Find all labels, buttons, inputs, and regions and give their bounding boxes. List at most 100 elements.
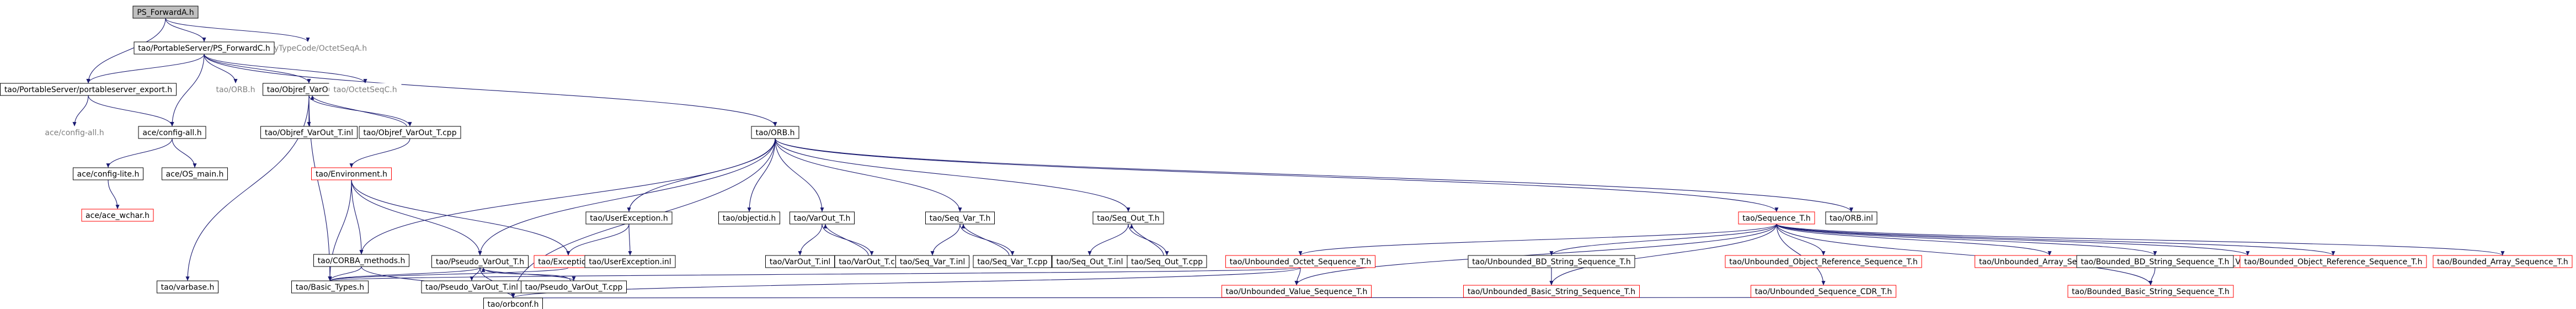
node-box bbox=[718, 211, 780, 225]
node-box bbox=[895, 255, 969, 268]
node-box bbox=[2433, 255, 2573, 268]
node-tao-bounded-bd-string-sequence-t-h[interactable]: tao/Bounded_BD_String_Sequence_T.h bbox=[2076, 255, 2234, 268]
node-box bbox=[138, 126, 206, 139]
node-tao-seq-var-t-cpp[interactable]: tao/Seq_Var_T.cpp bbox=[973, 255, 1052, 268]
edge bbox=[1549, 223, 1777, 256]
node-tao-unbounded-bd-string-sequence-t-h[interactable]: tao/Unbounded_BD_String_Sequence_T.h bbox=[1468, 255, 1635, 268]
edge bbox=[328, 267, 1301, 281]
edge bbox=[165, 18, 206, 42]
node-tao-seq-var-t-inl[interactable]: tao/Seq_Var_T.inl bbox=[895, 255, 969, 268]
node-tao-objref-varout-t-cpp[interactable]: tao/Objref_VarOut_T.cpp bbox=[359, 126, 461, 139]
node-box bbox=[291, 280, 369, 294]
node-tao-portableserver-portableserver-export-h[interactable]: tao/PortableServer/portableserver_export… bbox=[0, 83, 177, 96]
node-ace-config-lite-h[interactable]: ace/config-lite.h bbox=[73, 167, 143, 180]
edge-tao_orb-to-varout_h bbox=[775, 138, 824, 212]
edge bbox=[930, 223, 961, 256]
node-box bbox=[134, 41, 275, 55]
node-tao-objref-varout-t-inl[interactable]: tao/Objref_VarOut_T.inl bbox=[260, 126, 358, 139]
edge-ps_forwardc-to-tao_orb bbox=[204, 54, 777, 127]
edge-root-to-ps_forwardc bbox=[165, 18, 206, 42]
node-ace-os-main-h[interactable]: ace/OS_main.h bbox=[162, 167, 228, 180]
edge-objref_varout_cpp-to-environment bbox=[349, 138, 410, 168]
node-label: tao/Pseudo_VarOut_T.h bbox=[436, 258, 524, 267]
node-tao-orbconf-h[interactable]: tao/orbconf.h bbox=[483, 297, 543, 309]
node-tao-pseudo-varout-t-inl[interactable]: tao/Pseudo_VarOut_T.inl bbox=[421, 280, 522, 294]
edge-sequence_t-to-bnd_value bbox=[1776, 223, 2250, 256]
node-tao-bounded-basic-string-sequence-t-h[interactable]: tao/Bounded_Basic_String_Sequence_T.h bbox=[2067, 285, 2234, 298]
edge-bnd_bd_string-to-bnd_basic_string bbox=[2148, 267, 2156, 286]
node-tao-portableserver-ps-forwardc-h[interactable]: tao/PortableServer/PS_ForwardC.h bbox=[134, 41, 275, 55]
node-tao-octetseqc-h[interactable]: tao/OctetSeqC.h bbox=[329, 83, 402, 96]
node-tao-pseudo-varout-t-cpp[interactable]: tao/Pseudo_VarOut_T.cpp bbox=[521, 280, 627, 294]
edge-ps_forwardc-to-tao_orb_h bbox=[204, 54, 238, 84]
edge bbox=[108, 179, 120, 210]
edge bbox=[185, 95, 310, 281]
edge-ace_config_all2-to-ace_config_lite bbox=[106, 138, 173, 168]
node-tao-seq-out-t-inl[interactable]: tao/Seq_Out_T.inl bbox=[1052, 255, 1128, 268]
edge-tao_orb-to-sequence_t bbox=[775, 138, 1779, 212]
node-tao-unbounded-object-reference-sequence-t-h[interactable]: tao/Unbounded_Object_Reference_Sequence_… bbox=[1725, 255, 1922, 268]
node-tao-sequence-t-h[interactable]: tao/Sequence_T.h bbox=[1738, 211, 1815, 225]
edge bbox=[170, 54, 205, 127]
node-tao-varout-t-inl[interactable]: tao/VarOut_T.inl bbox=[765, 255, 835, 268]
node-tao-basic-types-h[interactable]: tao/Basic_Types.h bbox=[291, 280, 369, 294]
edge bbox=[513, 295, 1824, 299]
node-ace-config-all-h[interactable]: ace/config-all.h bbox=[40, 126, 109, 139]
edge-sequence_t-to-unb_cdr bbox=[1776, 223, 1826, 286]
node-label: tao/VarOut_T.h bbox=[794, 214, 851, 223]
edge bbox=[566, 223, 630, 256]
node-tao-orb-h[interactable]: tao/ORB.h bbox=[211, 83, 260, 96]
edge-ps_forwardc-to-ace_config_all2 bbox=[170, 54, 205, 127]
edge bbox=[478, 138, 776, 256]
edge-ace_config_all2-to-ace_os_main bbox=[172, 138, 197, 168]
node-tao-userexception-h[interactable]: tao/UserException.h bbox=[585, 211, 673, 225]
edge-sequence_t-to-bnd_objref bbox=[1776, 223, 2335, 256]
node-box bbox=[1751, 285, 1896, 298]
node-tao-seq-out-t-h[interactable]: tao/Seq_Out_T.h bbox=[1092, 211, 1164, 225]
edge bbox=[351, 179, 364, 255]
node-tao-unbounded-octet-sequence-t-h[interactable]: tao/Unbounded_Octet_Sequence_T.h bbox=[1225, 255, 1375, 268]
node-tao-orb-inl[interactable]: tao/ORB.inl bbox=[1825, 211, 1878, 225]
node-label: ace/config-lite.h bbox=[77, 170, 140, 179]
edge bbox=[775, 138, 962, 212]
node-tao-varbase-h[interactable]: tao/varbase.h bbox=[157, 280, 218, 294]
node-tao-bounded-object-reference-sequence-t-h[interactable]: tao/Bounded_Object_Reference_Sequence_T.… bbox=[2239, 255, 2427, 268]
node-tao-seq-out-t-cpp[interactable]: tao/Seq_Out_T.cpp bbox=[1127, 255, 1207, 268]
node-tao-varout-t-h[interactable]: tao/VarOut_T.h bbox=[790, 211, 855, 225]
node-label: tao/VarOut_T.cpp bbox=[839, 258, 904, 267]
edge-environment-to-exception bbox=[351, 179, 570, 256]
node-ace-ace-wchar-h[interactable]: ace/ace_wchar.h bbox=[81, 209, 154, 222]
node-label: tao/Unbounded_Sequence_CDR_T.h bbox=[1755, 287, 1892, 296]
node-tao-pseudo-varout-t-h[interactable]: tao/Pseudo_VarOut_T.h bbox=[431, 255, 529, 268]
edge-user_exception-to-user_exception_inl bbox=[628, 223, 632, 256]
node-tao-userexception-inl[interactable]: tao/UserException.inl bbox=[584, 255, 676, 268]
edge bbox=[470, 267, 481, 281]
edge bbox=[1129, 223, 1164, 256]
node-label: tao/Seq_Var_T.cpp bbox=[977, 258, 1047, 267]
node-ace-config-all-h[interactable]: ace/config-all.h bbox=[138, 126, 206, 139]
node-tao-unbounded-value-sequence-t-h[interactable]: tao/Unbounded_Value_Sequence_T.h bbox=[1222, 285, 1372, 298]
node-tao-corba-methods-h[interactable]: tao/CORBA_methods.h bbox=[313, 254, 409, 267]
edge-pseudo_varout-to-basic_types bbox=[328, 267, 481, 281]
node-ps-forwarda-h[interactable]: PS_ForwardA.h bbox=[132, 6, 199, 19]
node-tao-unbounded-sequence-cdr-t-h[interactable]: tao/Unbounded_Sequence_CDR_T.h bbox=[1751, 285, 1896, 298]
edge bbox=[1776, 223, 2157, 256]
edge-seq_var_h-to-seq_var_inl bbox=[930, 223, 961, 256]
node-tao-orb-h[interactable]: tao/ORB.h bbox=[751, 126, 799, 139]
node-label: tao/Objref_VarOut_T.inl bbox=[265, 129, 353, 137]
node-label: tao/Seq_Var_T.h bbox=[930, 214, 991, 223]
edge bbox=[204, 54, 777, 127]
node-tao-unbounded-basic-string-sequence-t-h[interactable]: tao/Unbounded_Basic_String_Sequence_T.h bbox=[1463, 285, 1640, 298]
node-tao-objectid-h[interactable]: tao/objectid.h bbox=[718, 211, 780, 225]
node-tao-environment-h[interactable]: tao/Environment.h bbox=[311, 167, 392, 180]
node-tao-bounded-array-sequence-t-h[interactable]: tao/Bounded_Array_Sequence_T.h bbox=[2433, 255, 2573, 268]
edge bbox=[204, 54, 311, 84]
edge-sequence_t-to-unb_objref bbox=[1776, 223, 1826, 256]
node-tao-varout-t-cpp[interactable]: tao/VarOut_T.cpp bbox=[834, 255, 909, 268]
node-tao-anytypecode-octetseqa-h[interactable]: tao/AnyTypeCode/OctetSeqA.h bbox=[244, 41, 371, 55]
node-label: tao/Unbounded_BD_String_Sequence_T.h bbox=[1472, 258, 1631, 267]
edge-sequence_t-to-bnd_array bbox=[1776, 223, 2505, 256]
edge-unb_octet-to-basic_types bbox=[328, 267, 1301, 281]
edge-ps_forwardc-to-octetseqc bbox=[204, 54, 367, 84]
node-tao-seq-var-t-h[interactable]: tao/Seq_Var_T.h bbox=[925, 211, 995, 225]
